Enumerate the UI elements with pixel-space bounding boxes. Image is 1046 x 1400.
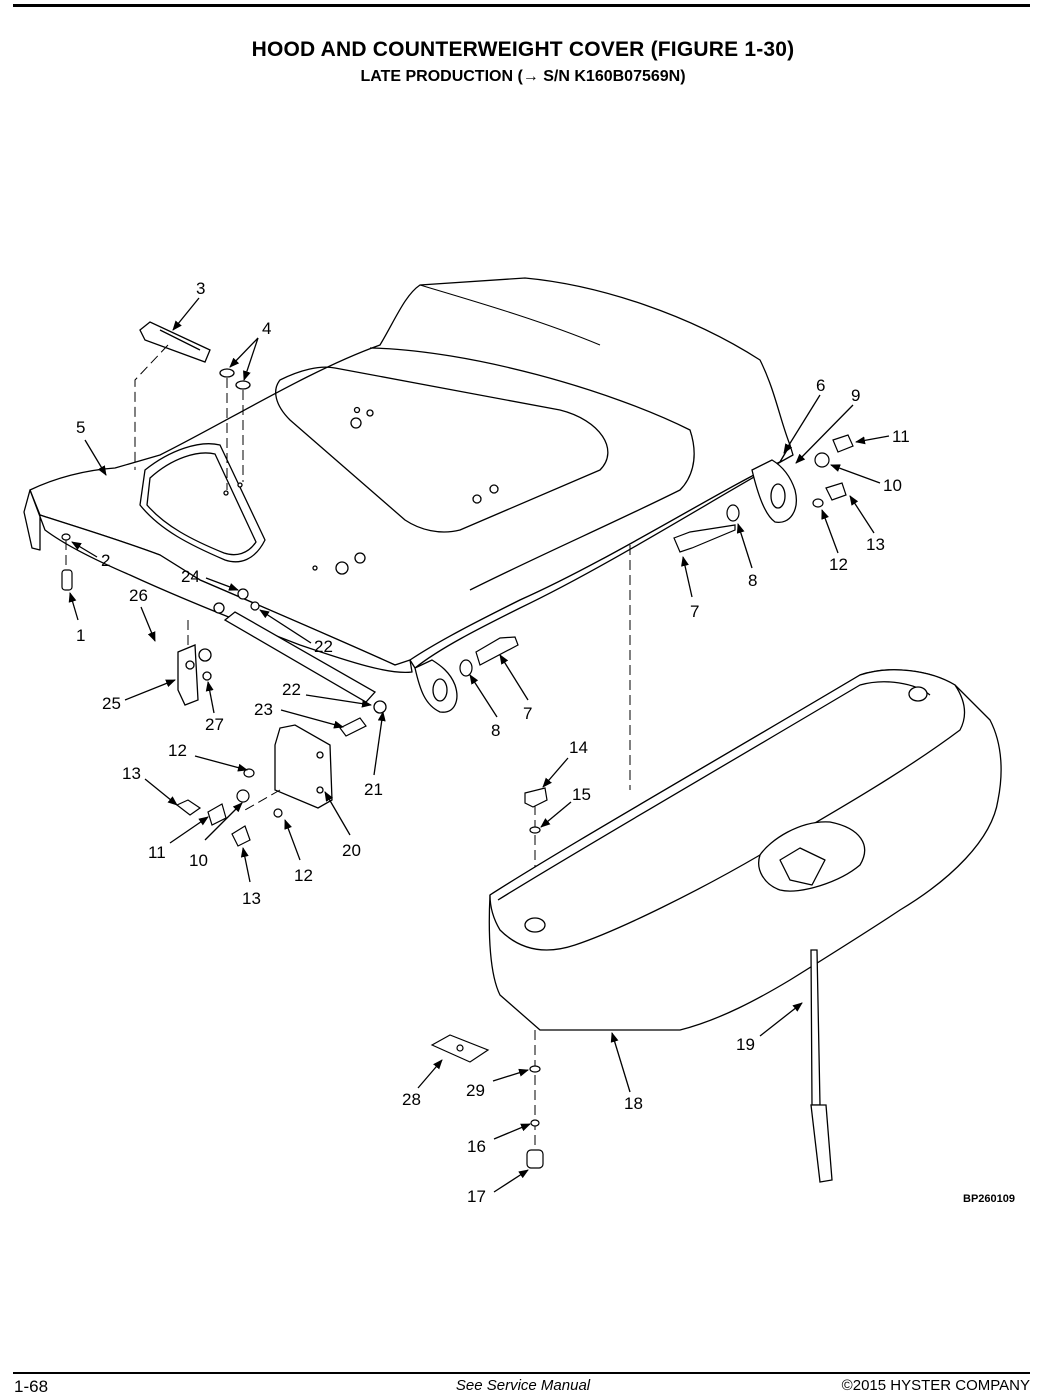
callout-26: 26 — [129, 586, 148, 605]
callout-22-lower: 22 — [282, 680, 301, 699]
part-3-trim-strip — [139, 321, 211, 363]
callout-4: 4 — [262, 319, 271, 338]
callout-12-right: 12 — [829, 555, 848, 574]
callout-10-right: 10 — [883, 476, 902, 495]
callout-12-left-lower: 12 — [294, 866, 313, 885]
callout-22-upper: 22 — [314, 637, 333, 656]
callout-1: 1 — [76, 626, 85, 645]
callout-17: 17 — [467, 1187, 486, 1206]
alignment-lines — [65, 344, 631, 1165]
copyright: ©2015 HYSTER COMPANY — [841, 1377, 1030, 1394]
lower-small-parts — [430, 787, 548, 1169]
part-20-bracket — [274, 724, 333, 809]
callout-8-left: 8 — [491, 721, 500, 740]
callout-labels: 3 4 5 6 9 11 10 13 12 8 7 2 1 24 22 26 2… — [76, 279, 910, 1206]
page-number: 1-68 — [14, 1377, 49, 1396]
top-rule — [13, 4, 1030, 7]
callout-13-left-lower: 13 — [242, 889, 261, 908]
callout-28: 28 — [402, 1090, 421, 1109]
callout-9: 9 — [851, 386, 860, 405]
callout-19: 19 — [736, 1035, 755, 1054]
callout-10-left: 10 — [189, 851, 208, 870]
hood-hinge-left — [414, 659, 458, 713]
callout-29: 29 — [466, 1081, 485, 1100]
callout-25: 25 — [102, 694, 121, 713]
footer-note: See Service Manual — [455, 1377, 591, 1394]
callout-18: 18 — [624, 1094, 643, 1113]
leader-arrows — [68, 297, 890, 1193]
callout-27: 27 — [205, 715, 224, 734]
part-22-gas-strut — [213, 602, 387, 714]
callout-24: 24 — [181, 567, 200, 586]
callout-15: 15 — [572, 785, 591, 804]
callout-20: 20 — [342, 841, 361, 860]
left-hardware — [61, 533, 367, 847]
callout-16: 16 — [467, 1137, 486, 1156]
part-25-latch — [177, 644, 212, 706]
callout-11-right: 11 — [892, 427, 910, 446]
bottom-rule — [13, 1372, 1030, 1374]
callout-7-right: 7 — [690, 602, 699, 621]
callout-12-left-upper: 12 — [168, 741, 187, 760]
callout-3: 3 — [196, 279, 205, 298]
callout-13-left-upper: 13 — [122, 764, 141, 783]
callout-21: 21 — [364, 780, 383, 799]
callout-11-left: 11 — [148, 843, 166, 862]
figure-code: BP260109 — [963, 1193, 1015, 1205]
page-subtitle: LATE PRODUCTION (→ S/N K160B07569N) — [360, 68, 686, 85]
hood-hinge-right — [751, 459, 797, 523]
page-title: HOOD AND COUNTERWEIGHT COVER (FIGURE 1-3… — [251, 38, 795, 61]
callout-14: 14 — [569, 738, 588, 757]
callout-7-left: 7 — [523, 704, 532, 723]
callout-5: 5 — [76, 418, 85, 437]
callout-2: 2 — [101, 551, 110, 570]
part-4-caps — [219, 368, 251, 390]
callout-6: 6 — [816, 376, 825, 395]
callout-23: 23 — [254, 700, 273, 719]
part-19-prop-rod — [810, 949, 833, 1183]
hood-panel — [23, 277, 794, 674]
callout-8-right: 8 — [748, 571, 757, 590]
right-hardware — [459, 434, 854, 677]
callout-13-right: 13 — [866, 535, 885, 554]
part-18-counterweight-cover — [488, 669, 1002, 1031]
